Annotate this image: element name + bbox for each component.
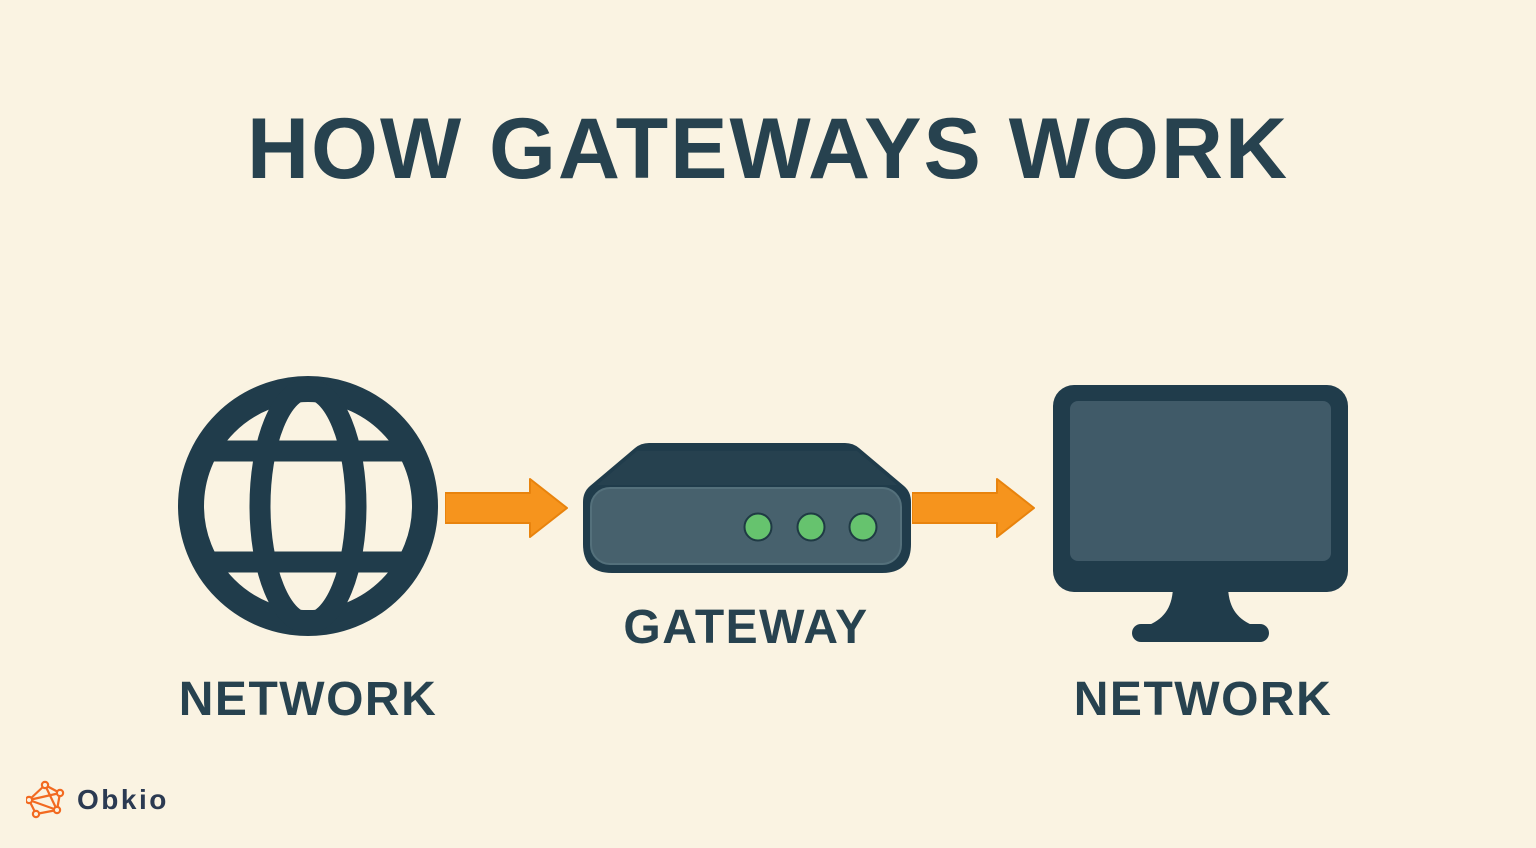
router-icon [583, 443, 911, 573]
led-indicator [796, 512, 826, 542]
page-title: HOW GATEWAYS WORK [246, 101, 1290, 197]
brand-logo: Obkio [26, 779, 169, 821]
led-indicator [743, 512, 773, 542]
brand-name: Obkio [77, 784, 169, 815]
network-left-label: NETWORK [178, 673, 438, 726]
led-indicators [743, 512, 878, 542]
network-graph-icon [26, 780, 65, 819]
arrow-right-icon [912, 478, 1035, 538]
led-indicator [848, 512, 878, 542]
arrow-right-icon [445, 478, 568, 538]
globe-icon [178, 376, 438, 636]
gateway-label: GATEWAY [623, 601, 869, 654]
monitor-icon [1053, 385, 1348, 642]
network-right-label: NETWORK [1073, 673, 1333, 726]
